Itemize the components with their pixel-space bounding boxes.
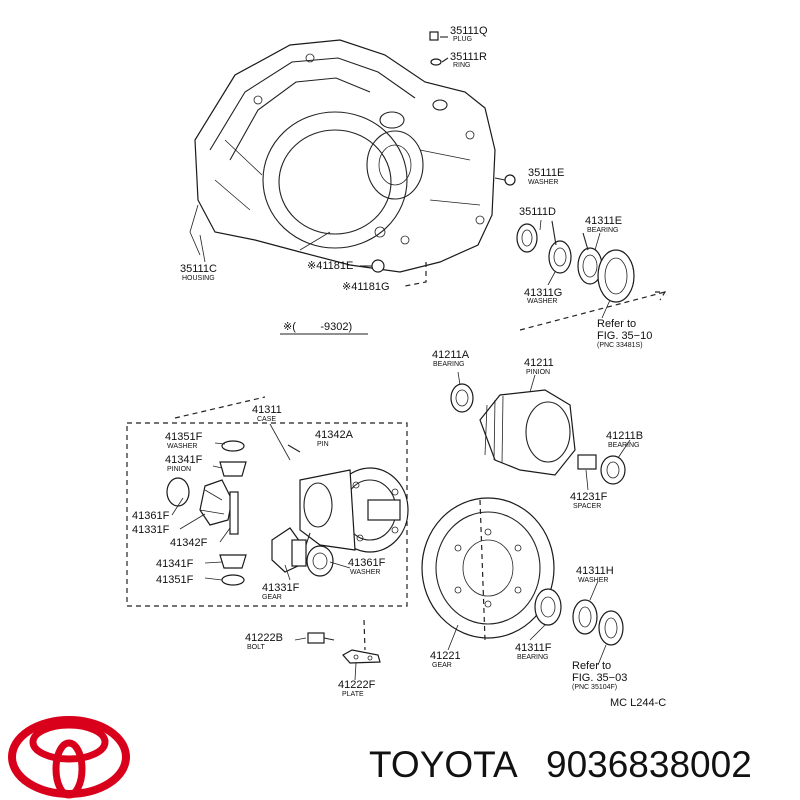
differential-internal-parts [166,440,334,586]
applicability-note: ※( -9302) [283,321,352,333]
callout-41222f-name: PLATE [342,691,364,698]
callout-35111q-num: 35111Q [450,25,488,37]
callout-35111q-name: PLUG [453,36,472,43]
brand-name: TOYOTA [369,744,518,785]
callout-41341f-bot-num: 41341F [156,558,194,570]
callout-41211-num: 41211 [524,357,554,369]
callout-41351f-top-name: WASHER [167,443,197,450]
callout-41222f-num: 41222F [338,679,376,691]
callout-41222b-name: BOLT [247,644,265,651]
callout-41342a-name: PIN [317,441,329,448]
callout-41181g-num: ※41181G [342,281,390,293]
callout-41211a-name: BEARING [433,361,465,368]
bolt-and-plate-drawing [307,619,381,664]
callout-41341f-top-num: 41341F [165,454,203,466]
callout-41311-name: CASE [257,416,276,423]
callout-41311h-num: 41311H [576,565,614,577]
callout-41361f-left-num: 41361F [132,510,170,522]
callout-41311g-num: 41311G [524,287,562,299]
ref-35-03-line1: Refer to [572,660,611,672]
callout-41231f-name: SPACER [573,503,601,510]
callout-41211a-num: 41211A [432,349,470,361]
callout-41231f-num: 41231F [570,491,608,503]
callout-35111e-num: 35111E [528,167,564,179]
callout-41361f-right-name: WASHER [350,569,380,576]
callout-35111r-num: 35111R [450,51,487,63]
ref-35-10-line2: FIG. 35−10 [597,330,652,342]
leader-lines [171,219,631,681]
callout-41311e-num: 41311E [585,215,622,227]
callout-41311e-name: BEARING [587,227,619,234]
housing-small-parts [360,31,516,287]
callout-41311g-name: WASHER [527,298,557,305]
ref-35-10-line1: Refer to [597,318,636,330]
callout-41331f-left-num: 41331F [132,524,170,536]
callout-41331f-bot-num: 41331F [262,582,300,594]
callout-41342a-num: 41342A [315,429,354,441]
figure-references: Refer to FIG. 35−10 (PNC 33481S) Refer t… [572,318,652,691]
diagram-code: MC L244-C [610,697,666,709]
callout-35111r-name: RING [453,62,471,69]
ref-35-03-line3: (PNC 35104F) [572,684,617,691]
callout-41331f-bot-name: GEAR [262,594,282,601]
ref-35-10-line3: (PNC 33481S) [597,342,643,349]
callout-41181e-num: ※41181E [307,260,353,272]
callout-labels: 35111Q PLUG 35111R RING 35111E WASHER 35… [132,25,643,698]
ref-35-03-line2: FIG. 35−03 [572,672,627,684]
callout-41341f-top-name: PINION [167,466,191,473]
callout-35111c-num: 35111C [180,263,217,275]
pinion-and-ring-gear-drawing [421,383,626,646]
callout-41351f-top-num: 41351F [165,431,203,443]
callout-35111e-name: WASHER [528,179,558,186]
callout-41211b-name: BEARING [608,442,640,449]
transaxle-housing-drawing [189,39,496,273]
callout-41311-num: 41311 [252,404,282,416]
callout-41211b-num: 41211B [606,430,643,442]
callout-41342f-num: 41342F [170,537,208,549]
callout-35111d-num: 35111D [519,206,556,218]
callout-41221-num: 41221 [430,650,461,662]
differential-case-drawing [299,467,409,553]
callout-41222b-num: 41222B [245,632,283,644]
callout-41311h-name: WASHER [578,577,608,584]
callout-41311f-name: BEARING [517,654,549,661]
callout-41221-name: GEAR [432,662,452,669]
callout-41311f-num: 41311F [515,642,552,654]
callout-41351f-bot-num: 41351F [156,574,194,586]
toyota-logo [8,716,130,799]
callout-35111c-name: HOUSING [182,275,215,282]
part-number: 9036838002 [546,744,752,785]
callout-41361f-right-num: 41361F [348,557,386,569]
differential-bearing-set-upper [516,220,667,331]
callout-41211-name: PINION [526,369,550,376]
